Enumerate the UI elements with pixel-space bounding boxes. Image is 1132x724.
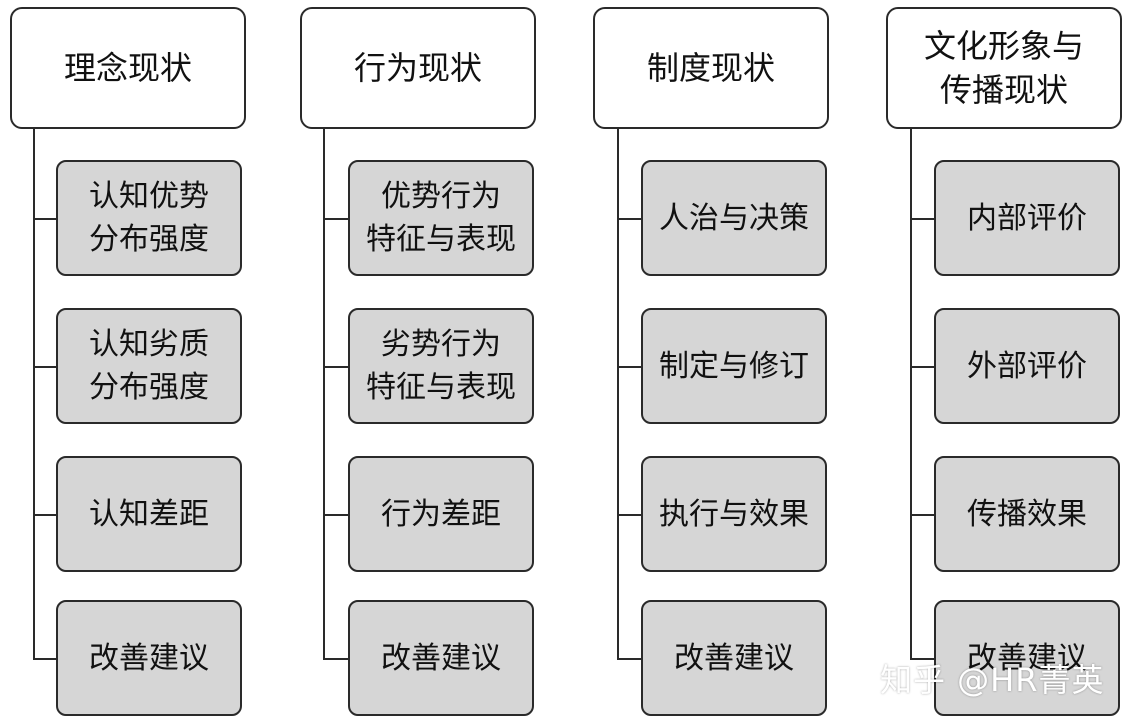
connector-branch — [323, 366, 348, 368]
item-box: 行为差距 — [348, 456, 534, 572]
item-label: 改善建议 — [674, 640, 794, 676]
item-label: 认知差距 — [89, 496, 209, 532]
connector-branch — [617, 366, 641, 368]
header-label: 行为现状 — [353, 49, 482, 87]
item-label: 认知劣质 分布强度 — [89, 327, 209, 405]
header-box: 文化形象与 传播现状 — [886, 7, 1122, 129]
item-label: 内部评价 — [967, 200, 1087, 236]
item-box: 改善建议 — [56, 600, 242, 716]
header-box: 行为现状 — [300, 7, 536, 129]
connector-trunk — [33, 129, 35, 659]
item-label: 传播效果 — [967, 496, 1087, 532]
header-label: 理念现状 — [63, 49, 192, 87]
item-label: 改善建议 — [967, 640, 1087, 676]
connector-branch — [910, 218, 934, 220]
connector-branch — [33, 366, 56, 368]
connector-trunk — [323, 129, 325, 659]
item-label: 执行与效果 — [659, 496, 809, 532]
connector-branch — [323, 218, 348, 220]
item-box: 人治与决策 — [641, 160, 827, 276]
item-box: 优势行为 特征与表现 — [348, 160, 534, 276]
item-box: 认知优势 分布强度 — [56, 160, 242, 276]
item-label: 制定与修订 — [659, 348, 809, 384]
item-label: 劣势行为 特征与表现 — [366, 327, 516, 405]
item-box: 改善建议 — [641, 600, 827, 716]
watermark: 知乎 @HR菁英 — [880, 661, 1105, 699]
item-box: 认知劣质 分布强度 — [56, 308, 242, 424]
item-box: 改善建议 — [348, 600, 534, 716]
item-box: 传播效果 — [934, 456, 1120, 572]
connector-branch — [617, 514, 641, 516]
connector-branch — [33, 218, 56, 220]
item-label: 改善建议 — [381, 640, 501, 676]
connector-branch — [323, 514, 348, 516]
connector-branch — [910, 514, 934, 516]
header-box: 制度现状 — [593, 7, 829, 129]
connector-branch — [33, 658, 56, 660]
connector-branch — [617, 658, 641, 660]
item-label: 改善建议 — [89, 640, 209, 676]
connector-trunk — [617, 129, 619, 659]
connector-trunk — [910, 129, 912, 659]
item-box: 制定与修订 — [641, 308, 827, 424]
item-box: 劣势行为 特征与表现 — [348, 308, 534, 424]
connector-branch — [910, 658, 934, 660]
connector-branch — [33, 514, 56, 516]
header-box: 理念现状 — [10, 7, 246, 129]
header-label: 文化形象与 传播现状 — [923, 27, 1084, 109]
item-box: 认知差距 — [56, 456, 242, 572]
connector-branch — [910, 366, 934, 368]
item-label: 优势行为 特征与表现 — [366, 179, 516, 257]
item-label: 外部评价 — [967, 348, 1087, 384]
connector-branch — [323, 658, 348, 660]
item-label: 行为差距 — [381, 496, 501, 532]
item-label: 认知优势 分布强度 — [89, 179, 209, 257]
item-label: 人治与决策 — [659, 200, 809, 236]
item-box: 外部评价 — [934, 308, 1120, 424]
header-label: 制度现状 — [646, 49, 775, 87]
item-box: 执行与效果 — [641, 456, 827, 572]
item-box: 内部评价 — [934, 160, 1120, 276]
item-box: 改善建议 — [934, 600, 1120, 716]
connector-branch — [617, 218, 641, 220]
